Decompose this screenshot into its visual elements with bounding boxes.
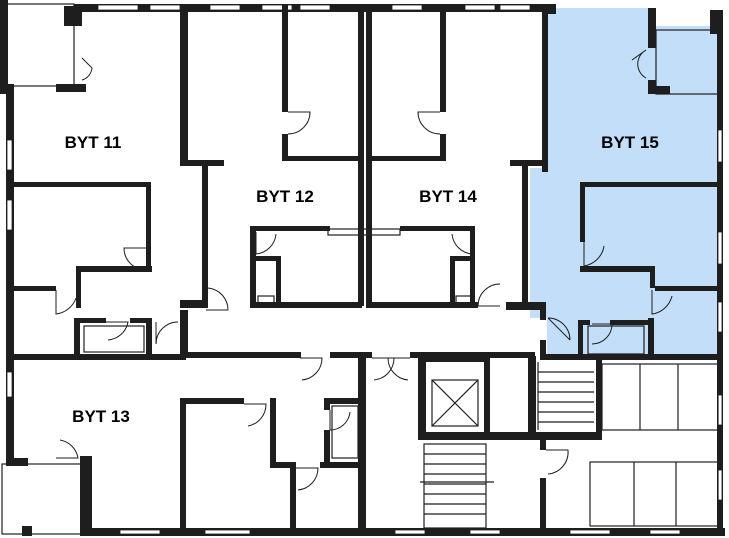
apartment-label-byt-13[interactable]: BYT 13: [72, 407, 130, 426]
doors: [55, 49, 673, 491]
interior-walls: [6, 4, 721, 534]
apartment-label-byt-11[interactable]: BYT 11: [65, 133, 122, 152]
apartment-label-byt-14[interactable]: BYT 14: [419, 187, 477, 206]
apartment-label-byt-12[interactable]: BYT 12: [256, 187, 314, 206]
apartment-label-byt-15[interactable]: BYT 15: [601, 133, 659, 152]
